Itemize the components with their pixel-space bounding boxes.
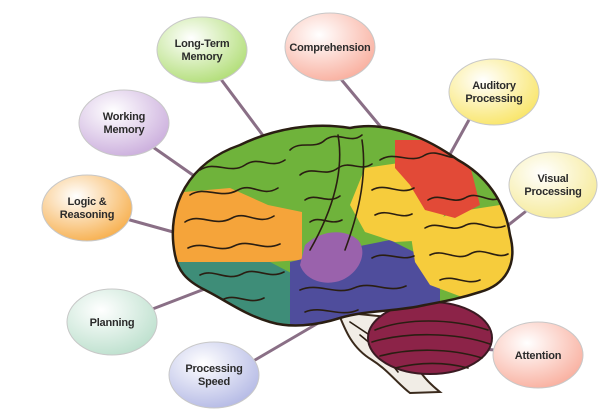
label-working-memory-line-1: Working [103,111,145,123]
cerebrum-outline [171,124,514,327]
label-comprehension: Comprehension [289,42,371,54]
label-auditory-processing-line-2: Processing [465,93,522,105]
connector-processing-speed [253,320,322,362]
frontal-region [172,188,302,262]
label-logic-reasoning-line-1: Logic & [68,196,107,208]
label-long-term-memory-line-2: Memory [182,51,224,63]
label-visual-processing-line-1: Visual [537,173,568,185]
label-logic-reasoning-line-2: Reasoning [60,209,114,221]
bubble-planning: Planning [66,288,158,356]
occipital-region [410,205,513,300]
bubble-logic-reasoning: Logic &Reasoning [41,174,133,242]
label-processing-speed-line-2: Speed [198,376,230,388]
label-processing-speed-line-1: Processing [185,363,242,375]
label-visual-processing-line-2: Processing [524,186,581,198]
label-long-term-memory-line-1: Long-Term [175,38,230,50]
bubble-attention: Attention [492,321,584,389]
bubble-comprehension: Comprehension [284,12,376,82]
label-auditory-processing-line-1: Auditory [472,80,517,92]
label-planning: Planning [90,317,135,329]
label-attention: Attention [515,350,562,362]
brain-folds [184,134,509,314]
svg-text:Logic &Reasoning: Logic &Reasoning [60,196,114,221]
label-working-memory-line-2: Memory [104,124,146,136]
